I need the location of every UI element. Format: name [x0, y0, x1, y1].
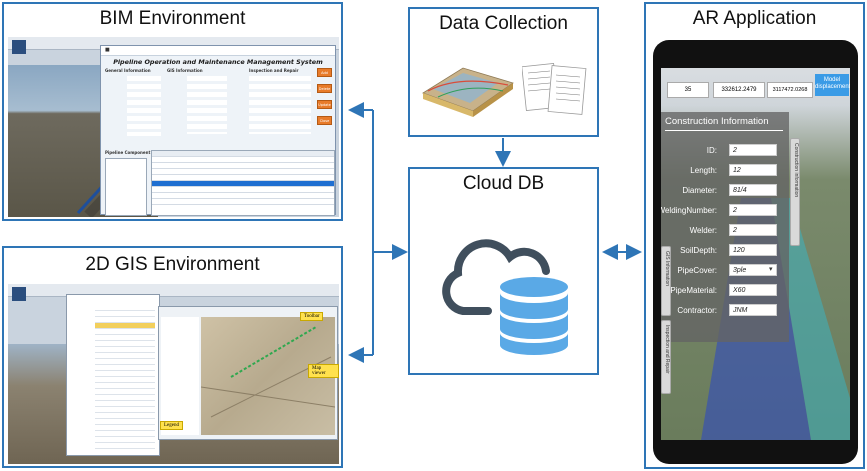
gis-identify-table [95, 305, 155, 451]
field-welding-number-label: WeldingNumber: [661, 206, 717, 215]
construction-info-panel: Construction Information ID: 2 Length: 1… [661, 112, 789, 342]
field-soil-depth-value[interactable]: 120 [729, 244, 777, 256]
bim-environment-title: BIM Environment [99, 8, 246, 29]
field-pipe-material-label: PipeMaterial: [670, 286, 717, 295]
ar-value-box-3: 3117472.0268 [767, 82, 813, 98]
survey-documents-illustration [522, 63, 587, 115]
bim-section-inspection: Inspection and Repair [249, 68, 299, 73]
phone-screen: 35 332612.2479 3117472.0268 Model displa… [661, 68, 850, 440]
field-diameter-value[interactable]: 81/4 [729, 184, 777, 196]
bim-main-window: ■ Pipeline Operation and Maintenance Man… [100, 45, 336, 216]
gis-screenshot: Toolbar Map viewer Legend [8, 284, 339, 464]
bim-gis-fields [187, 76, 227, 134]
construction-info-header: Construction Information [665, 116, 769, 127]
field-contractor-value[interactable]: JNM [729, 304, 777, 316]
gis-identify-panel[interactable] [66, 294, 160, 456]
gis-app-toolbar [8, 284, 339, 297]
geology-survey-illustration [422, 67, 514, 117]
cloud-database-icon [442, 239, 568, 355]
delete-button[interactable]: Delete [317, 84, 332, 93]
field-welder-label: Welder: [689, 226, 717, 235]
field-welding-number: WeldingNumber: 2 [661, 204, 789, 218]
update-button[interactable]: Update [317, 100, 332, 109]
cloud-db-panel: Cloud DB [408, 167, 599, 375]
phone-frame: 35 332612.2479 3117472.0268 Model displa… [653, 40, 858, 464]
field-contractor: Contractor: JNM [661, 304, 789, 318]
bim-component-list[interactable] [105, 158, 147, 216]
data-collection-panel: Data Collection [408, 7, 599, 137]
field-id: ID: 2 [661, 144, 789, 158]
bim-section-component: Pipeline Component Data [105, 150, 163, 155]
field-diameter: Diameter: 81/4 [661, 184, 789, 198]
field-pipe-material: PipeMaterial: X60 [661, 284, 789, 298]
cloud-db-title: Cloud DB [462, 173, 545, 194]
inspection-repair-tab[interactable]: Inspection and Repair [661, 320, 671, 394]
bim-data-grid[interactable] [151, 150, 335, 216]
field-soil-depth-label: SoilDepth: [680, 246, 717, 255]
ar-application-title: AR Application [692, 8, 817, 29]
field-soil-depth: SoilDepth: 120 [661, 244, 789, 258]
field-id-value[interactable]: 2 [729, 144, 777, 156]
bim-section-gis: GIS Information [167, 68, 203, 73]
add-button[interactable]: Add [317, 68, 332, 77]
field-pipe-material-value[interactable]: X60 [729, 284, 777, 296]
bim-inspection-fields [249, 76, 311, 134]
field-welding-number-value[interactable]: 2 [729, 204, 777, 216]
bim-section-general: General Information [105, 68, 151, 73]
ar-application-panel: AR Application 35 332612.2479 3117472.02… [644, 2, 865, 469]
bim-environment-panel: BIM Environment ■ Pipeline Operation and… [2, 2, 343, 221]
model-displacement-button[interactable]: Model displacement [815, 74, 850, 96]
field-length-value[interactable]: 12 [729, 164, 777, 176]
field-contractor-label: Contractor: [677, 306, 717, 315]
gis-identify-selected-row [95, 323, 155, 328]
toolbar-callout: Toolbar [300, 312, 324, 321]
field-pipe-cover-label: PipeCover: [677, 266, 717, 275]
field-id-label: ID: [706, 146, 717, 155]
bim-general-fields [127, 76, 161, 136]
bim-window-heading: Pipeline Operation and Maintenance Manag… [113, 58, 323, 66]
chevron-down-icon: ▾ [769, 266, 773, 273]
field-welder: Welder: 2 [661, 224, 789, 238]
gis-environment-title: 2D GIS Environment [85, 254, 260, 275]
bim-app-logo-icon [12, 40, 26, 54]
bim-screenshot: ■ Pipeline Operation and Maintenance Man… [8, 37, 339, 217]
gis-information-tab[interactable]: GIS Information [661, 246, 671, 316]
construction-information-tab[interactable]: Construction information [790, 138, 800, 246]
bim-window-titlebar: ■ [101, 46, 335, 56]
field-pipe-cover: PipeCover: 3ple ▾ [661, 264, 789, 278]
field-length: Length: 12 [661, 164, 789, 178]
map-viewer-callout: Map viewer [308, 364, 339, 378]
gis-environment-panel: 2D GIS Environment Toolbar Map viewer Le… [2, 246, 343, 468]
field-length-label: Length: [690, 166, 717, 175]
legend-callout: Legend [160, 421, 183, 430]
ar-value-box-1: 35 [667, 82, 709, 98]
field-pipe-cover-value[interactable]: 3ple [729, 264, 777, 276]
field-welder-value[interactable]: 2 [729, 224, 777, 236]
data-collection-title: Data Collection [439, 13, 568, 34]
construction-info-underline [665, 130, 783, 131]
close-button[interactable]: Close [317, 116, 332, 125]
field-diameter-label: Diameter: [682, 186, 717, 195]
gis-app-logo-icon [12, 287, 26, 301]
ar-value-box-2: 332612.2479 [713, 82, 765, 98]
gis-layer-tree[interactable] [161, 317, 199, 435]
